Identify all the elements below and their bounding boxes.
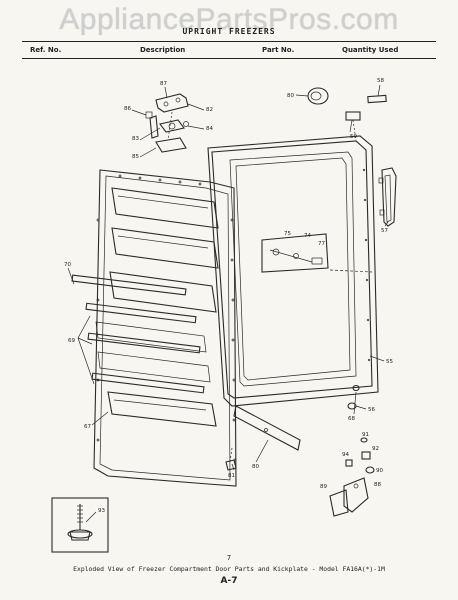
callout-93: 93 [98,508,105,514]
callout-numbers: 87 86 85 84 83 82 80 58 59 57 75 74 77 7… [64,78,393,514]
callout-94: 94 [342,452,349,458]
callout-75: 75 [284,231,291,237]
table-header: Ref. No. Description Part No. Quantity U… [22,41,436,59]
door-handle [378,167,397,227]
callout-84: 84 [206,126,213,132]
callout-69: 69 [68,338,75,344]
small-hardware [347,384,360,410]
callout-89: 89 [320,484,327,490]
leveling-leg-inset [51,497,109,553]
callout-90: 90 [376,468,383,474]
callout-92: 92 [372,446,379,452]
kickplate [225,405,301,471]
shelf-support-assembly [261,233,373,273]
section-title: UPRIGHT FREEZERS [182,27,276,36]
callout-82: 82 [206,107,213,113]
header-ref-no: Ref. No. [30,46,62,54]
callout-87: 87 [160,81,167,87]
callout-85: 85 [132,154,139,160]
callout-57: 57 [381,228,388,234]
callout-80-top: 80 [287,93,294,99]
callout-58: 58 [377,78,384,84]
inner-door-liner [93,169,237,487]
shelf-bars [71,274,211,394]
callout-59: 59 [350,134,357,140]
callout-67: 67 [84,424,91,430]
figure-caption: Exploded View of Freezer Compartment Doo… [73,565,385,573]
callout-91: 91 [362,432,369,438]
bottom-hinge-assembly [329,437,375,517]
page-number: A-7 [220,576,238,586]
callout-81: 81 [228,473,235,479]
header-part-no: Part No. [262,46,295,54]
callout-56: 56 [368,407,375,413]
header-description: Description [140,46,186,54]
callout-83: 83 [132,136,139,142]
leader-lines [67,84,389,523]
watermark-logo: AppliancePartsPros.com [59,3,399,36]
outer-door-panel [207,135,379,407]
door-shelves [107,187,219,427]
callout-55: 55 [386,359,393,365]
callout-68: 68 [348,416,355,422]
header-quantity: Quantity Used [342,46,399,54]
figure-number: 7 [226,554,232,562]
callout-70: 70 [64,262,71,268]
callout-86: 86 [124,106,131,112]
callout-77: 77 [318,241,325,247]
callout-88: 88 [374,482,381,488]
callout-80-bottom: 80 [252,464,259,470]
callout-74: 74 [304,233,311,239]
door-light-parts [307,87,387,141]
top-hinge-assembly [145,93,189,153]
